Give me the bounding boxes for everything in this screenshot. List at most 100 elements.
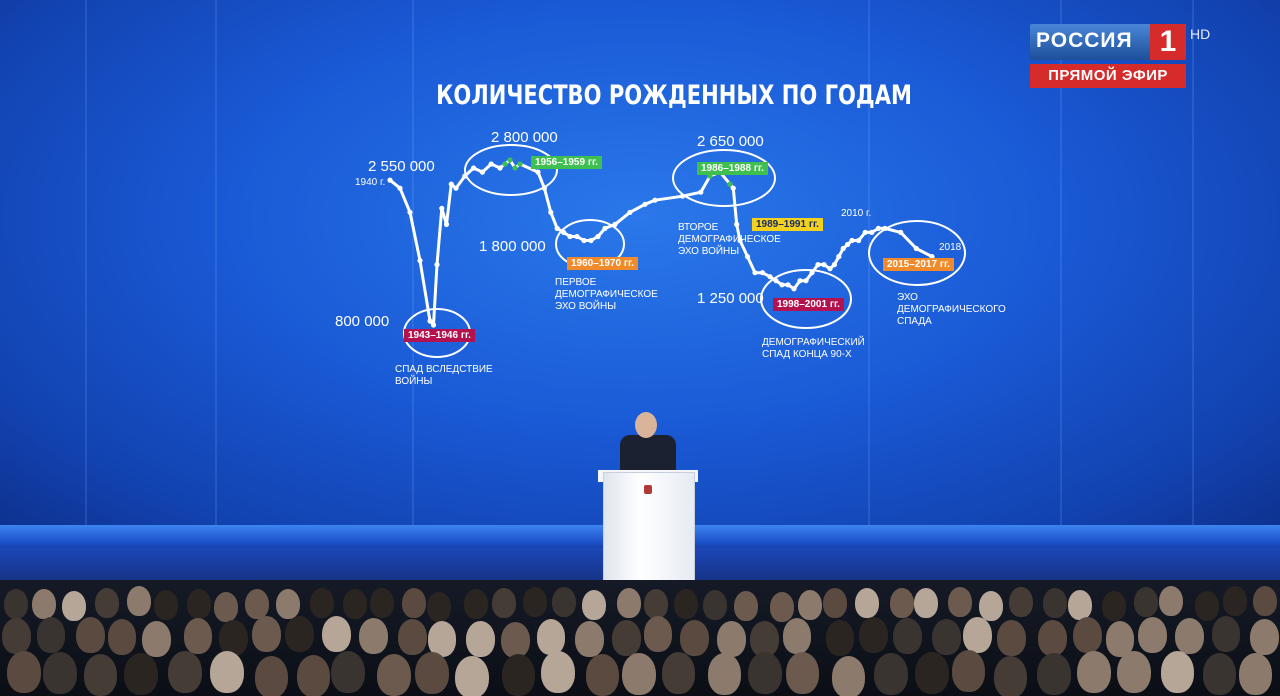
audience-member bbox=[322, 616, 352, 653]
audience-member bbox=[893, 617, 922, 654]
data-point-2013 bbox=[869, 229, 875, 235]
audience-member bbox=[331, 651, 365, 694]
data-point-1995 bbox=[767, 274, 773, 280]
highlight-ring-1998 bbox=[760, 269, 852, 329]
data-point-1953 bbox=[479, 169, 485, 175]
audience-member bbox=[552, 586, 577, 617]
audience-member bbox=[7, 650, 41, 693]
data-point-1964 bbox=[561, 229, 567, 235]
audience-member bbox=[427, 591, 452, 622]
audience-member bbox=[296, 654, 331, 696]
audience-member bbox=[575, 621, 604, 658]
data-point-2002 bbox=[809, 270, 815, 276]
audience-member bbox=[1067, 590, 1092, 621]
audience-member bbox=[1222, 586, 1247, 617]
data-point-2006 bbox=[831, 262, 838, 268]
data-point-1958 bbox=[512, 165, 518, 171]
data-point-2014 bbox=[875, 225, 882, 231]
audience-member bbox=[427, 621, 457, 658]
note-war-decline: СПАД ВСЛЕДСТВИЕ ВОЙНЫ bbox=[395, 364, 493, 387]
data-point-1946 bbox=[434, 262, 440, 268]
data-point-2008 bbox=[840, 245, 846, 252]
data-point-1957 bbox=[507, 157, 513, 163]
data-point-1980 bbox=[652, 197, 658, 203]
audience-member bbox=[978, 591, 1003, 622]
audience-member bbox=[154, 590, 179, 621]
audience-member bbox=[1009, 586, 1034, 617]
audience-member bbox=[855, 588, 880, 619]
audience-member bbox=[1202, 652, 1237, 695]
audience-member bbox=[1037, 653, 1071, 696]
hd-badge: HD bbox=[1190, 26, 1211, 42]
data-point-1989 bbox=[730, 185, 736, 191]
audience-member bbox=[285, 616, 314, 653]
audience-member bbox=[402, 588, 427, 619]
value-label-2550000: 2 550 000 bbox=[368, 158, 435, 175]
data-point-1941 bbox=[397, 185, 403, 191]
audience-member bbox=[254, 655, 289, 696]
data-point-1960 bbox=[535, 169, 541, 175]
audience-member bbox=[643, 616, 673, 653]
data-point-1951 bbox=[462, 173, 468, 179]
data-point-1942 bbox=[407, 209, 413, 215]
data-point-1961 bbox=[541, 185, 548, 191]
data-point-1983 bbox=[679, 193, 686, 199]
audience-member bbox=[43, 652, 77, 695]
data-point-2001 bbox=[803, 278, 809, 284]
audience-member bbox=[750, 621, 779, 658]
audience-member bbox=[1073, 617, 1103, 654]
data-point-1950 bbox=[453, 185, 459, 191]
data-point-1967 bbox=[581, 237, 587, 244]
audience-member bbox=[858, 617, 888, 653]
audience-member bbox=[717, 620, 746, 657]
audience bbox=[0, 580, 1280, 696]
chart-title: КОЛИЧЕСТВО РОЖДЕННЫХ ПО ГОДАМ bbox=[436, 80, 912, 111]
audience-member bbox=[889, 587, 914, 618]
year-label-2018: 2018 bbox=[939, 242, 962, 253]
audience-member bbox=[213, 591, 238, 622]
audience-member bbox=[993, 655, 1028, 696]
audience-member bbox=[585, 653, 620, 696]
data-point-2011 bbox=[856, 237, 862, 244]
data-point-1993 bbox=[752, 270, 758, 276]
data-point-1955 bbox=[497, 165, 503, 171]
data-point-1988 bbox=[727, 181, 733, 187]
audience-member bbox=[61, 591, 86, 622]
audience-member bbox=[1038, 619, 1068, 656]
audience-member bbox=[823, 587, 848, 618]
audience-member bbox=[94, 587, 119, 618]
data-point-1962 bbox=[548, 209, 554, 215]
data-point-1969 bbox=[595, 233, 601, 240]
audience-member bbox=[415, 652, 449, 695]
note-second-echo: ВТОРОЕ ДЕМОГРАФИЧЕСКОЕ ЭХО ВОЙНЫ bbox=[678, 222, 781, 257]
data-point-1965 bbox=[567, 233, 573, 240]
note-first-echo: ПЕРВОЕ ДЕМОГРАФИЧЕСКОЕ ЭХО ВОЙНЫ bbox=[555, 277, 658, 312]
value-label-1250000: 1 250 000 bbox=[697, 290, 764, 307]
period-badge-1989: 1989–1991 гг. bbox=[752, 218, 823, 231]
audience-member bbox=[466, 621, 495, 658]
audience-member bbox=[874, 652, 908, 695]
data-point-2010 bbox=[849, 237, 855, 244]
audience-member bbox=[1253, 586, 1278, 617]
period-badge-2015: 2015–2017 гг. bbox=[883, 258, 954, 271]
audience-member bbox=[997, 620, 1027, 657]
audience-member bbox=[748, 652, 782, 695]
audience-member bbox=[914, 588, 939, 619]
data-point-2004 bbox=[821, 262, 827, 268]
value-label-2650000: 2 650 000 bbox=[697, 133, 764, 150]
data-point-1948 bbox=[443, 221, 450, 227]
note-decline-echo: ЭХО ДЕМОГРАФИЧЕСКОГО СПАДА bbox=[897, 292, 1006, 327]
audience-member bbox=[674, 588, 699, 619]
audience-member bbox=[707, 653, 742, 696]
data-point-1972 bbox=[612, 221, 618, 227]
value-label-1800000: 1 800 000 bbox=[479, 238, 546, 255]
audience-member bbox=[32, 588, 57, 619]
audience-member bbox=[1238, 652, 1273, 695]
audience-member bbox=[536, 618, 566, 655]
audience-member bbox=[183, 618, 213, 655]
audience-member bbox=[963, 617, 992, 654]
audience-member bbox=[948, 586, 973, 617]
speaker-head bbox=[635, 412, 657, 438]
audience-member bbox=[501, 654, 536, 696]
